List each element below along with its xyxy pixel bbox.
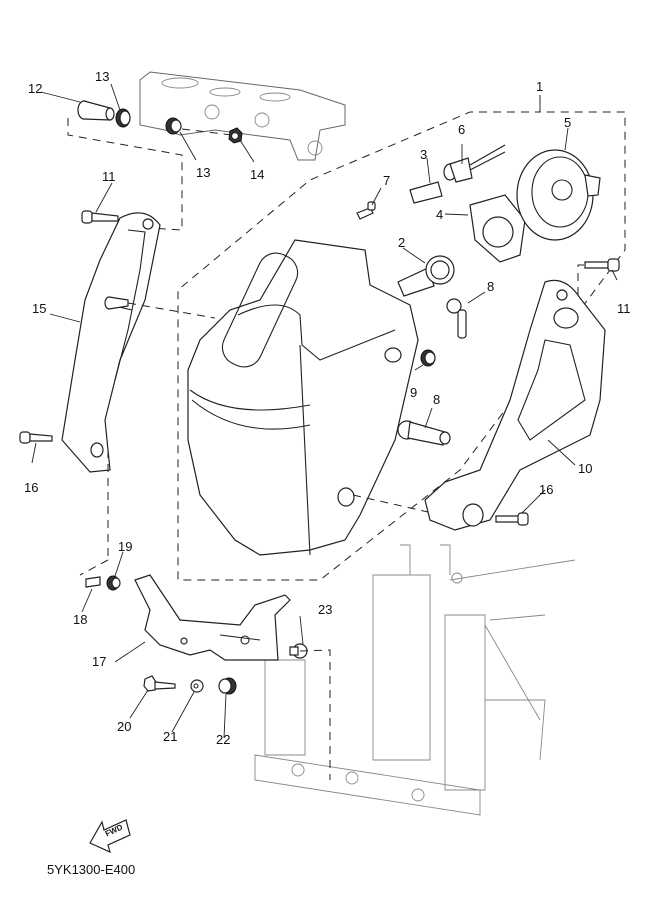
retainer-ring-4: [469, 194, 526, 263]
callout-3: 3: [420, 147, 428, 162]
upper-bracket: [139, 71, 346, 161]
damper-13a: [115, 108, 131, 128]
callout-7: 7: [383, 173, 391, 188]
callout-16-left: 16: [24, 480, 39, 495]
callout-5: 5: [564, 115, 572, 130]
screw-7: [356, 201, 376, 220]
leader-lines: [31, 83, 618, 739]
headlight-stay-left: [61, 212, 161, 473]
callout-12: 12: [28, 81, 43, 96]
headlight-housing: [187, 239, 419, 556]
callout-19: 19: [118, 539, 133, 554]
bolt-20: [143, 675, 176, 692]
adjusting-screw-8-top: [446, 298, 467, 339]
callout-11-left: 11: [102, 169, 116, 184]
callout-2: 2: [398, 235, 406, 250]
grommet-9: [420, 349, 436, 367]
callout-23: 23: [318, 602, 333, 617]
callout-10: 10: [578, 461, 593, 476]
callout-14: 14: [250, 167, 265, 182]
callout-6: 6: [458, 122, 466, 137]
callout-1: 1: [536, 79, 544, 94]
callout-15: 15: [32, 301, 47, 316]
lower-bracket-frame: [254, 544, 576, 816]
callout-13-right: 13: [196, 165, 211, 180]
callout-22: 22: [216, 732, 231, 747]
collar-12: [77, 100, 115, 121]
pin-left: [104, 296, 129, 310]
diagram-code: 5YK1300-E400: [47, 862, 136, 877]
callout-21: 21: [163, 729, 178, 744]
socket-6: [443, 144, 506, 183]
forward-direction-arrow: [89, 819, 131, 854]
bolt-16-right: [495, 512, 529, 526]
bulb-2: [397, 255, 455, 297]
bracket-17: [134, 574, 291, 661]
bulb-3: [409, 181, 443, 204]
adjusting-screw-8-bottom: [397, 420, 451, 446]
callout-16-right: 16: [539, 482, 554, 497]
nut-14: [228, 127, 243, 144]
callout-8-top: 8: [487, 279, 495, 294]
callout-9: 9: [410, 385, 418, 400]
callout-18: 18: [73, 612, 88, 627]
callout-13-left: 13: [95, 69, 110, 84]
callout-20: 20: [117, 719, 132, 734]
bolt-11-right: [584, 258, 620, 272]
callout-8-bottom: 8: [433, 392, 441, 407]
damper-19: [106, 575, 121, 591]
bulb-cover-5: [516, 149, 601, 241]
washer-21: [190, 679, 204, 693]
damper-22: [218, 677, 237, 695]
bolt-11-left: [81, 210, 119, 224]
collar-18: [85, 576, 101, 588]
bolt-16-left: [19, 431, 53, 444]
callout-17: 17: [92, 654, 107, 669]
callout-11-right: 11: [617, 301, 631, 316]
headlight-stay-right: [424, 279, 606, 531]
callout-4: 4: [436, 207, 444, 222]
damper-13b: [165, 117, 182, 135]
